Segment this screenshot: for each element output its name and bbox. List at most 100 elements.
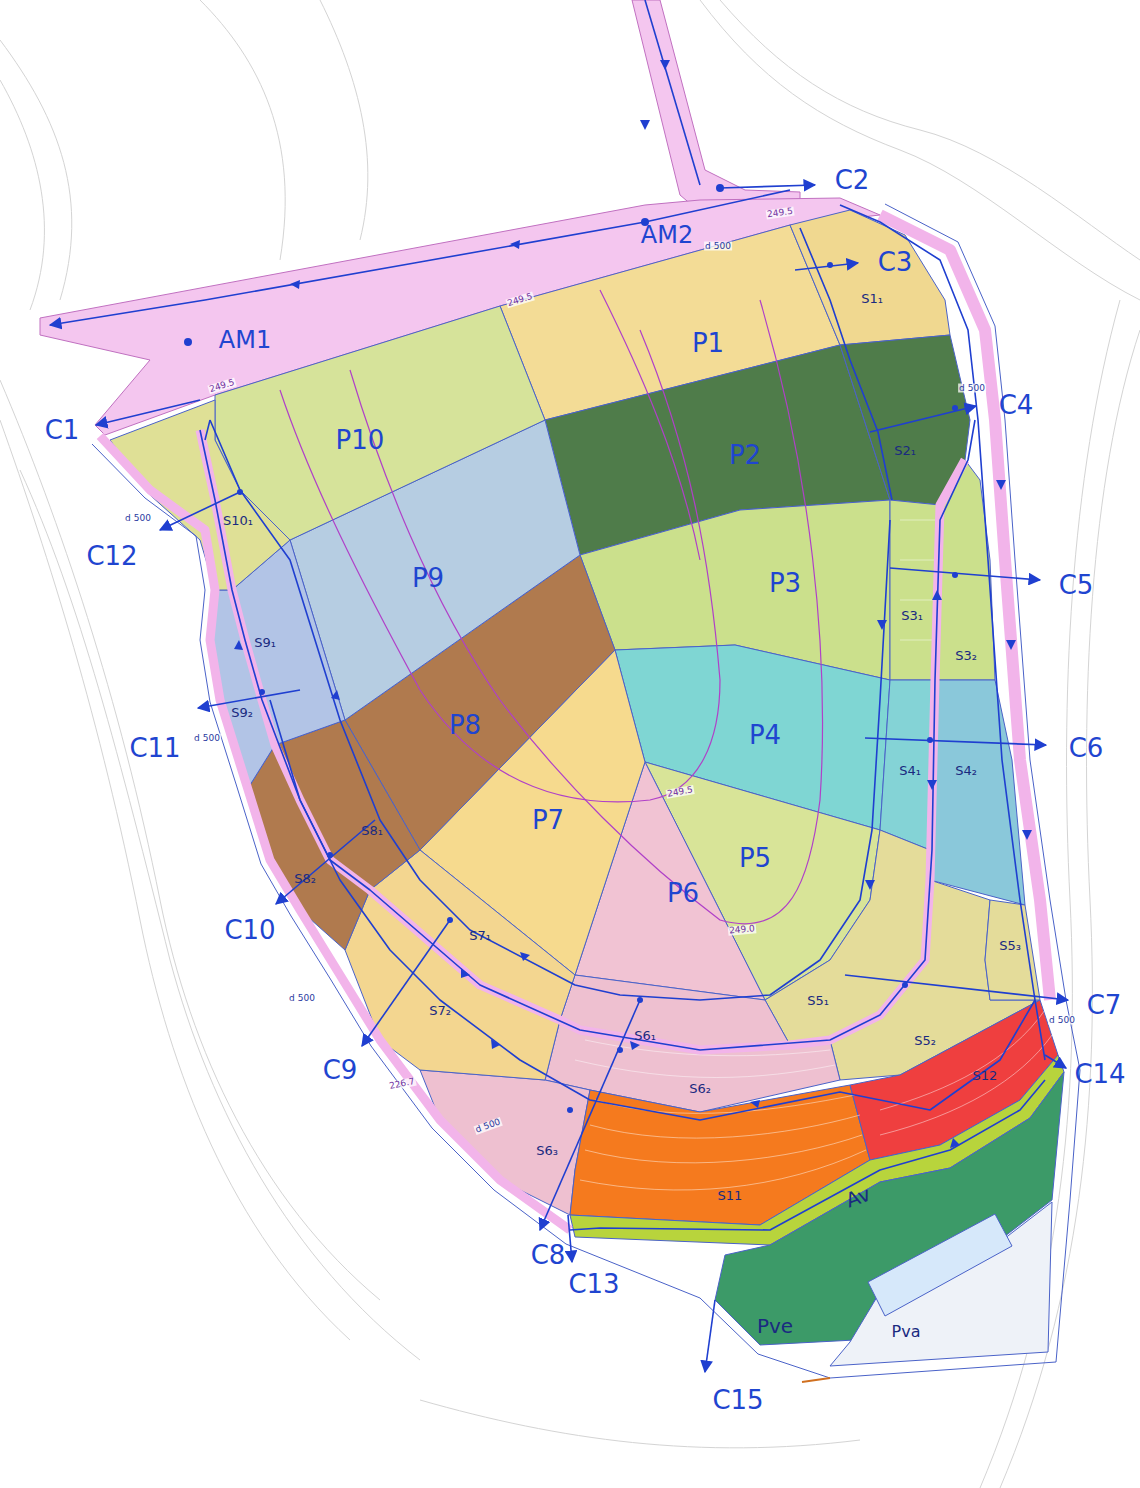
area-label: S11 <box>718 1189 743 1202</box>
catchment-area: S6₂ <box>689 1082 711 1095</box>
catchment-area: S10₁ <box>223 514 253 527</box>
area-label: P3 <box>769 570 801 596</box>
catchment-area: S6₃ <box>536 1144 558 1157</box>
catchment-area: S11 <box>718 1189 743 1202</box>
outlet-label: C14 <box>1074 1061 1125 1087</box>
catchment-area: P6 <box>667 880 699 906</box>
catchment-area: P8 <box>449 712 481 738</box>
catchment-area: S8₁ <box>361 824 383 837</box>
area-label: S4₂ <box>955 764 977 777</box>
area-label: S6₃ <box>536 1144 558 1157</box>
area-label: P6 <box>667 880 699 906</box>
outlet-label: AM2 <box>641 223 693 247</box>
area-label: S5₁ <box>807 994 829 1007</box>
channel-arrows <box>234 60 1032 1148</box>
elevation-note: d 500 <box>193 734 221 743</box>
area-label: S7₂ <box>429 1004 451 1017</box>
drainage-channels <box>50 0 1045 1230</box>
area-label: S1₁ <box>861 292 883 305</box>
area-label: S8₂ <box>294 872 316 885</box>
area-label: S10₁ <box>223 514 253 527</box>
area-label: Pva <box>892 1324 921 1340</box>
catchment-area: P2 <box>729 442 761 468</box>
area-label: S3₂ <box>955 649 977 662</box>
area-label: S9₂ <box>231 706 253 719</box>
outlet-label: C9 <box>323 1057 358 1083</box>
outlet-label: C3 <box>878 249 913 275</box>
area-label: S5₃ <box>999 939 1021 952</box>
area-label: S3₁ <box>901 609 923 622</box>
catchment-area: S9₂ <box>231 706 253 719</box>
catchment-area: S1₁ <box>861 292 883 305</box>
catchment-area: P7 <box>532 807 564 833</box>
catchment-area: P3 <box>769 570 801 596</box>
outlet-label: C4 <box>999 392 1034 418</box>
catchment-area: S6₁ <box>634 1029 656 1042</box>
area-label: S8₁ <box>361 824 383 837</box>
area-label: S4₁ <box>899 764 921 777</box>
area-label: S7₁ <box>469 929 491 942</box>
area-label: P8 <box>449 712 481 738</box>
area-label: S6₂ <box>689 1082 711 1095</box>
area-label: P7 <box>532 807 564 833</box>
outlet-label: C10 <box>224 917 275 943</box>
area-label: S12 <box>973 1069 998 1082</box>
area-label: Pve <box>757 1316 793 1336</box>
area-label: S9₁ <box>254 636 276 649</box>
elevation-note: d 500 <box>124 514 152 523</box>
outlet-label: C15 <box>712 1387 763 1413</box>
outlet-label: C13 <box>568 1271 619 1297</box>
outlet-label: C12 <box>86 543 137 569</box>
area-label: P10 <box>336 427 385 453</box>
catchment-area: P5 <box>739 845 771 871</box>
area-label: P5 <box>739 845 771 871</box>
catchment-area: S5₁ <box>807 994 829 1007</box>
slope-contours <box>575 520 1052 1190</box>
outlet-label: C6 <box>1069 735 1104 761</box>
outlet-arrows <box>96 185 1068 1372</box>
area-label: P2 <box>729 442 761 468</box>
catchment-area: Pva <box>892 1324 921 1340</box>
outlet-label: C5 <box>1059 572 1094 598</box>
outlet-label: C8 <box>531 1242 566 1268</box>
access-road <box>632 0 800 212</box>
outlet-label: AM1 <box>219 328 271 352</box>
catchment-area: S4₂ <box>955 764 977 777</box>
catchment-area: S4₁ <box>899 764 921 777</box>
catchment-area: P9 <box>412 565 444 591</box>
elevation-note: d 500 <box>958 384 986 393</box>
area-label: S5₂ <box>914 1034 936 1047</box>
catchment-area: S12 <box>973 1069 998 1082</box>
outlet-label: C7 <box>1087 992 1122 1018</box>
catchment-area: S5₂ <box>914 1034 936 1047</box>
catchment-area: S5₃ <box>999 939 1021 952</box>
area-label: P1 <box>692 330 724 356</box>
area-label: S2₁ <box>894 444 916 457</box>
catchment-area: S2₁ <box>894 444 916 457</box>
catchment-area: S9₁ <box>254 636 276 649</box>
elevation-note: d 500 <box>704 242 732 251</box>
catchment-area: S3₁ <box>901 609 923 622</box>
catchment-areas <box>110 210 1064 1366</box>
catchment-area: P10 <box>336 427 385 453</box>
elevation-note: d 500 <box>1048 1016 1076 1025</box>
plateau-contours <box>280 290 823 924</box>
catchment-area: P4 <box>749 722 781 748</box>
berm-roads <box>100 215 1050 1230</box>
site-boundary <box>92 204 1080 1378</box>
catchment-area: S3₂ <box>955 649 977 662</box>
elevation-note: d 500 <box>288 994 316 1003</box>
mark <box>802 1378 830 1382</box>
catchment-area: S7₂ <box>429 1004 451 1017</box>
area-label: P4 <box>749 722 781 748</box>
catchment-area: Pve <box>757 1316 793 1336</box>
catchment-area: S8₂ <box>294 872 316 885</box>
outlet-label: C11 <box>129 735 180 761</box>
area-label: S6₁ <box>634 1029 656 1042</box>
outlet-label: C1 <box>45 417 80 443</box>
area-label: P9 <box>412 565 444 591</box>
channel-nodes <box>184 184 958 1113</box>
outlet-label: C2 <box>835 167 870 193</box>
